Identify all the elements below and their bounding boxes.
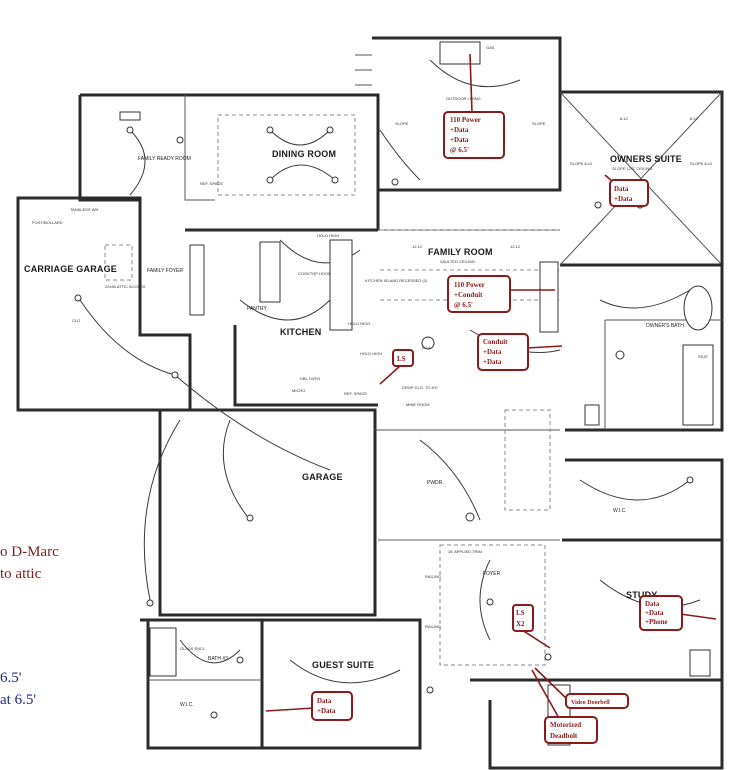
- svg-text:DBL OVEN: DBL OVEN: [300, 376, 320, 381]
- room-label-guest-suite: GUEST SUITE: [312, 660, 374, 670]
- room-label-bath3: BATH #3: [208, 656, 228, 662]
- room-label-outdoor-living: OUTDOOR LIVING: [446, 96, 481, 101]
- room-label-wic-guest: W.I.C.: [180, 702, 194, 708]
- svg-text:110 Power: 110 Power: [454, 281, 485, 289]
- callout-video-doorbell: Video Doorbell: [565, 693, 629, 709]
- margin-note-attic: to attic: [0, 566, 42, 582]
- svg-text:SLOPE 6:12: SLOPE 6:12: [690, 161, 713, 166]
- room-label-carriage-garage: CARRIAGE GARAGE: [24, 264, 117, 274]
- svg-text:+Data: +Data: [450, 126, 469, 134]
- svg-text:12:12: 12:12: [412, 244, 423, 249]
- room-label-owners-bath: OWNER'S BATH: [646, 323, 684, 329]
- svg-text:110 Power: 110 Power: [450, 116, 481, 124]
- callout-family-room: 110 Power +Conduit @ 6.5': [447, 275, 511, 313]
- callout-owners-suite: Data +Data: [609, 179, 649, 207]
- svg-text:+Conduit: +Conduit: [454, 291, 483, 299]
- callout-ls-foyer: LS X2: [512, 604, 534, 632]
- svg-text:22x30 ATTIC ACCESS: 22x30 ATTIC ACCESS: [105, 284, 146, 289]
- svg-text:SLOPE: SLOPE: [532, 121, 546, 126]
- margin-note-65: 6.5': [0, 670, 22, 686]
- svg-text:HOLD HIGH: HOLD HIGH: [348, 321, 370, 326]
- svg-text:Conduit: Conduit: [483, 338, 508, 346]
- room-sub-owners-suite: SLOPE 12'0" CEILING: [612, 166, 652, 171]
- svg-text:6:12: 6:12: [620, 116, 629, 121]
- svg-text:RAILING: RAILING: [425, 574, 441, 579]
- svg-text:GAS: GAS: [486, 45, 495, 50]
- wiring: [79, 59, 701, 684]
- svg-text:LS: LS: [397, 355, 406, 363]
- svg-text:SLOPE 6:12: SLOPE 6:12: [570, 161, 593, 166]
- svg-text:Motorized: Motorized: [550, 721, 581, 729]
- svg-text:COOKTOP HOOD: COOKTOP HOOD: [298, 271, 331, 276]
- room-label-family-ready: FAMILY READY ROOM: [138, 156, 191, 162]
- room-label-wic-owner: W.I.C.: [613, 508, 627, 514]
- svg-text:LS: LS: [516, 609, 525, 617]
- svg-text:REF. SPACE: REF. SPACE: [200, 181, 223, 186]
- svg-text:SLOPE: SLOPE: [395, 121, 409, 126]
- svg-text:GLASS ENCL.: GLASS ENCL.: [180, 646, 206, 651]
- callout-motorized-deadbolt: Motorized Deadbolt: [544, 716, 598, 744]
- room-sub-family-room: VAULTED CEILING: [440, 259, 475, 264]
- room-label-family-foyer: FAMILY FOYER: [147, 268, 183, 274]
- room-label-kitchen: KITCHEN: [280, 327, 321, 337]
- svg-text:Video Doorbell: Video Doorbell: [571, 700, 610, 706]
- room-label-owners-suite: OWNERS SUITE: [610, 154, 682, 164]
- walls: [16, 36, 724, 770]
- svg-text:HOLD HIGH: HOLD HIGH: [317, 233, 339, 238]
- room-label-study: STUDY: [626, 590, 658, 600]
- svg-text:MINE ROOM: MINE ROOM: [406, 402, 430, 407]
- svg-text:SEAT: SEAT: [698, 354, 709, 359]
- callout-ls-kitchen: LS: [392, 349, 414, 367]
- svg-text:X2: X2: [516, 620, 525, 628]
- svg-text:@ 6.5': @ 6.5': [450, 146, 469, 154]
- svg-text:D2.4: D2.4: [422, 345, 431, 350]
- room-label-foyer: FOYER: [483, 571, 501, 577]
- svg-text:Deadbolt: Deadbolt: [550, 732, 578, 740]
- callout-guest-suite: Data +Data: [311, 691, 353, 721]
- svg-text:@ 6.5': @ 6.5': [454, 301, 473, 309]
- svg-text:Data: Data: [317, 697, 332, 705]
- svg-text:REF. SPACE: REF. SPACE: [344, 391, 367, 396]
- svg-text:12:12: 12:12: [510, 244, 521, 249]
- svg-text:DROP CLG. TO 8'4": DROP CLG. TO 8'4": [402, 385, 439, 390]
- callout-conduit: Conduit +Data +Data: [477, 333, 529, 371]
- svg-text:+Data: +Data: [450, 136, 469, 144]
- room-label-dining: DINING ROOM: [272, 149, 336, 159]
- svg-text:+Data: +Data: [483, 348, 502, 356]
- svg-text:HOLD HIGH: HOLD HIGH: [360, 351, 382, 356]
- svg-text:+Data: +Data: [483, 358, 502, 366]
- callouts: 110 Power +Data +Data @ 6.5' Data +Data …: [265, 53, 717, 744]
- svg-text:CLG: CLG: [72, 318, 80, 323]
- margin-note-dmarc: o D-Marc: [0, 544, 59, 560]
- room-label-pantry: PANTRY: [247, 306, 267, 312]
- room-label-pwdr: PWDR.: [427, 480, 444, 486]
- svg-text:+Data: +Data: [614, 195, 633, 203]
- annotations: SLOPE SLOPE SLOPE 6:12 SLOPE 6:12 6:12 6…: [32, 45, 713, 651]
- svg-text:Data: Data: [614, 185, 629, 193]
- svg-text:KITCHEN ISLAND RECESSED (2): KITCHEN ISLAND RECESSED (2): [365, 278, 428, 283]
- svg-text:16' APPLIED TRIM: 16' APPLIED TRIM: [448, 549, 482, 554]
- margin-notes: o D-Marc to attic 6.5' at 6.5': [0, 544, 59, 708]
- margin-note-at-65: at 6.5': [0, 692, 36, 708]
- svg-text:POST/BOLLARD: POST/BOLLARD: [32, 220, 63, 225]
- room-label-garage: GARAGE: [302, 472, 343, 482]
- fixtures: [74, 41, 714, 746]
- svg-text:6:12: 6:12: [690, 116, 699, 121]
- svg-text:TANKLESS WH: TANKLESS WH: [70, 207, 98, 212]
- svg-text:+Phone: +Phone: [645, 618, 668, 626]
- svg-text:MICRO: MICRO: [292, 388, 305, 393]
- svg-text:Data: Data: [645, 600, 660, 608]
- callout-outdoor: 110 Power +Data +Data @ 6.5': [443, 111, 505, 159]
- svg-text:+Data: +Data: [645, 609, 664, 617]
- svg-text:RAILING: RAILING: [425, 624, 441, 629]
- room-labels: DINING ROOM FAMILY ROOM VAULTED CEILING …: [24, 96, 684, 708]
- svg-text:+Data: +Data: [317, 707, 336, 715]
- room-label-family-room: FAMILY ROOM: [428, 247, 493, 257]
- callout-study: Data +Data +Phone: [639, 595, 683, 631]
